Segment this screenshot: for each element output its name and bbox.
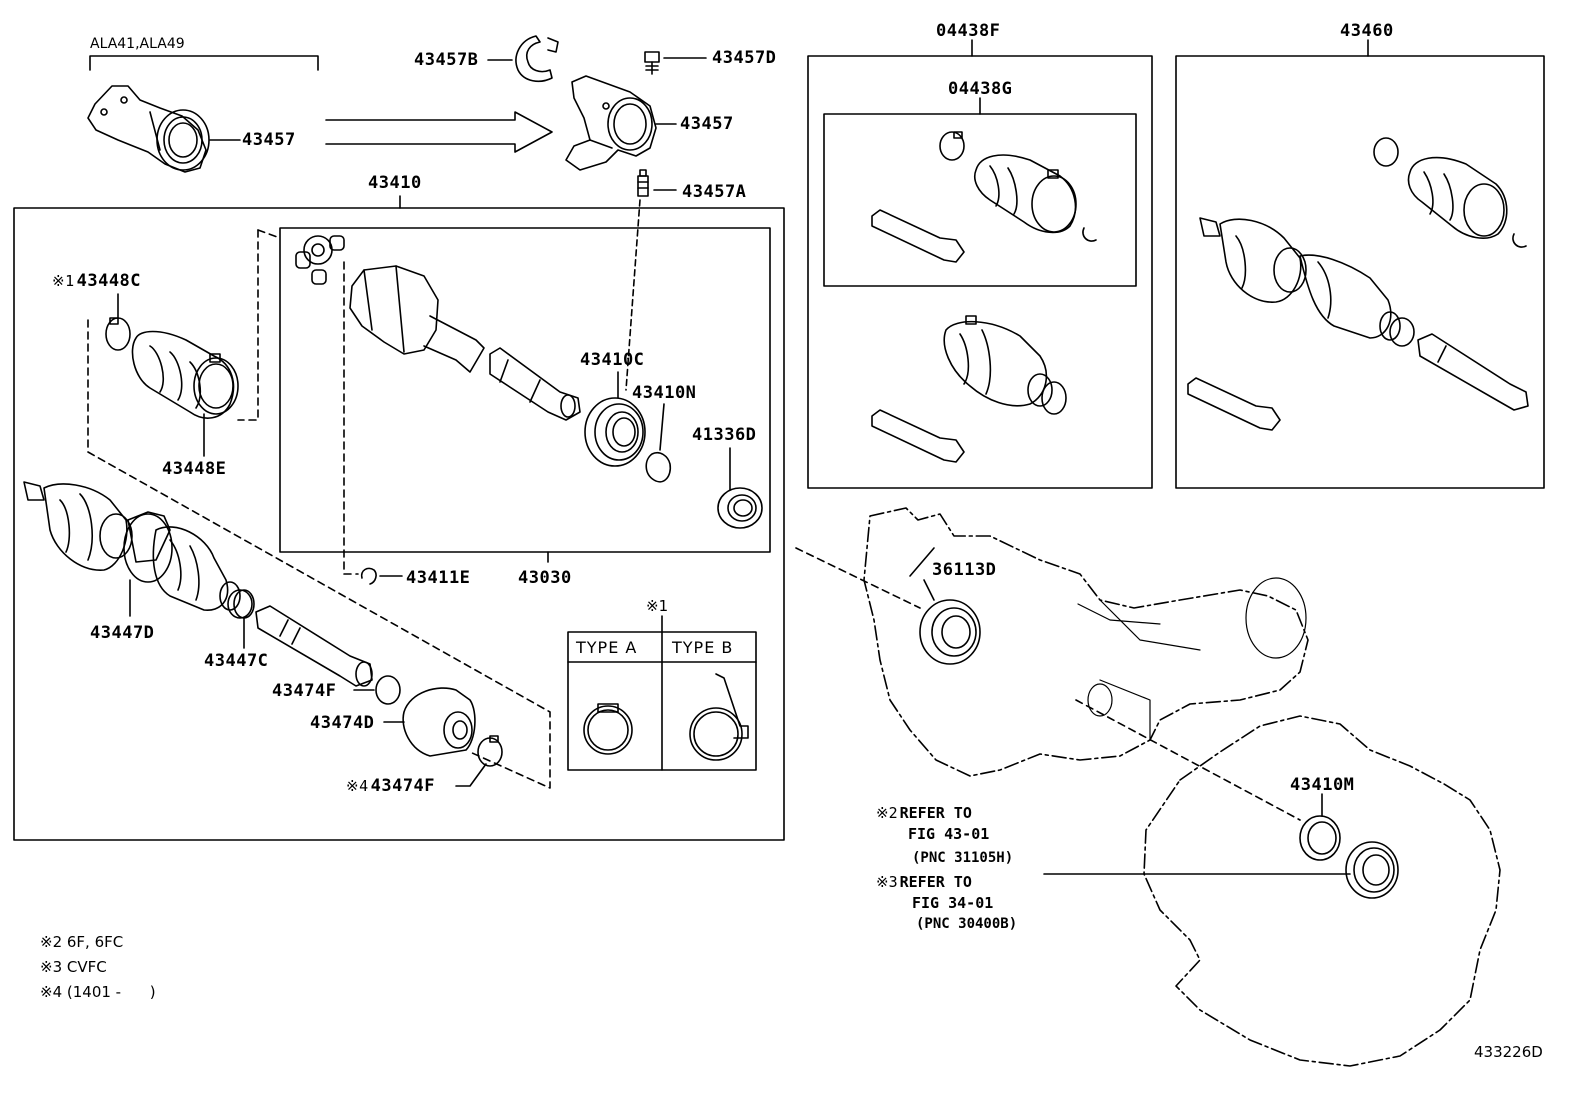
drive-shaft-outboard: [23, 481, 253, 619]
inboard-joint-43030: [349, 265, 581, 421]
refer-note-2-line3: (PNC 31105H): [912, 850, 1014, 866]
assembly-box-43030: [279, 227, 771, 553]
footnote-2: ※2 6F, 6FC: [40, 933, 124, 951]
seal-41336d: [717, 487, 763, 529]
part-label-41336d[interactable]: 41336D: [692, 425, 757, 445]
clamp-43474f: [375, 675, 401, 705]
part-label-43448e[interactable]: 43448E: [162, 459, 227, 479]
leader-dashes: [87, 229, 1301, 821]
note-mark-3: ※3: [876, 873, 898, 891]
part-label-43457d[interactable]: 43457D: [712, 48, 777, 68]
part-label-36113d[interactable]: 36113D: [932, 560, 997, 580]
part-label-04438g[interactable]: 04438G: [948, 79, 1013, 99]
seal-36113d: [919, 599, 981, 665]
tripod-joint: [295, 235, 345, 285]
part-label-43460[interactable]: 43460: [1340, 21, 1394, 41]
part-label-43457a[interactable]: 43457A: [682, 182, 747, 202]
part-label-43410c[interactable]: 43410C: [580, 350, 645, 370]
figure-id: 433226D: [1474, 1043, 1543, 1061]
transaxle-outline: [863, 507, 1501, 1067]
clamp-43447c: [233, 589, 255, 619]
applicability-label: ALA41,ALA49: [90, 36, 185, 52]
shaft-inboard: [255, 605, 373, 687]
part-label-43474f[interactable]: 43474F: [272, 681, 337, 701]
note-mark-4: ※4: [346, 777, 369, 795]
footnote-4: ※4 (1401 - ): [40, 983, 156, 1001]
part-label-04438f[interactable]: 04438F: [936, 21, 1001, 41]
type-b-header: TYPE B: [672, 638, 734, 657]
clip-43457b: [515, 35, 559, 83]
change-arrow: [325, 111, 553, 153]
part-label-43448c[interactable]: 43448C: [76, 271, 142, 291]
type-a-header: TYPE A: [576, 638, 638, 657]
refer-note-3-line2[interactable]: FIG 34-01: [912, 894, 994, 912]
bearing-43410c: [584, 397, 646, 467]
part-label-43030[interactable]: 43030: [518, 568, 572, 588]
part-label-43457-left[interactable]: 43457: [242, 130, 296, 150]
part-label-43457-right[interactable]: 43457: [680, 114, 734, 134]
refer-note-2-line2[interactable]: FIG 43-01: [908, 825, 990, 843]
ring-43411e: [360, 567, 377, 585]
type-table-note-mark: ※1: [646, 597, 669, 615]
note-mark-1: ※1: [52, 272, 75, 290]
clamp-43474f-lower: [477, 735, 503, 767]
part-label-43411e[interactable]: 43411E: [406, 568, 471, 588]
bearing-support-left: [87, 85, 210, 173]
part-label-43447c[interactable]: 43447C: [204, 651, 269, 671]
kit-box-04438f: [807, 55, 1153, 489]
kit-box-04438g: [823, 113, 1137, 287]
grease-nipple-43457a: [637, 169, 649, 197]
bearing-support-right: [565, 75, 657, 171]
part-label-43410m[interactable]: 43410M: [1290, 775, 1355, 795]
part-label-43410[interactable]: 43410: [368, 173, 422, 193]
assembly-box-43410: [13, 207, 785, 841]
part-label-43410n[interactable]: 43410N: [632, 383, 697, 403]
part-label-43447d[interactable]: 43447D: [90, 623, 155, 643]
part-label-43474f-lower[interactable]: 43474F: [370, 776, 436, 796]
transaxle-details: [1077, 577, 1307, 741]
boot-kit-04438f-items: [871, 315, 1067, 463]
bolt-43457d: [644, 51, 660, 75]
snap-ring-43410n: [645, 451, 672, 483]
boot-kit-04438g-items: [871, 131, 1097, 263]
part-label-43457b[interactable]: 43457B: [414, 50, 479, 70]
type-table: [567, 615, 757, 771]
bearing-43410m: [1299, 815, 1399, 899]
kit-box-43460: [1175, 55, 1545, 489]
note-mark-2: ※2: [876, 804, 898, 822]
applicability-bracket: [89, 55, 319, 71]
drive-shaft-43460-items: [1187, 137, 1529, 431]
footnote-3: ※3 CVFC: [40, 958, 107, 976]
part-label-43474d[interactable]: 43474D: [310, 713, 375, 733]
refer-note-3-line3: (PNC 30400B): [916, 916, 1018, 932]
boot-43474d: [402, 687, 476, 757]
boot-kit-43448: [105, 317, 239, 419]
